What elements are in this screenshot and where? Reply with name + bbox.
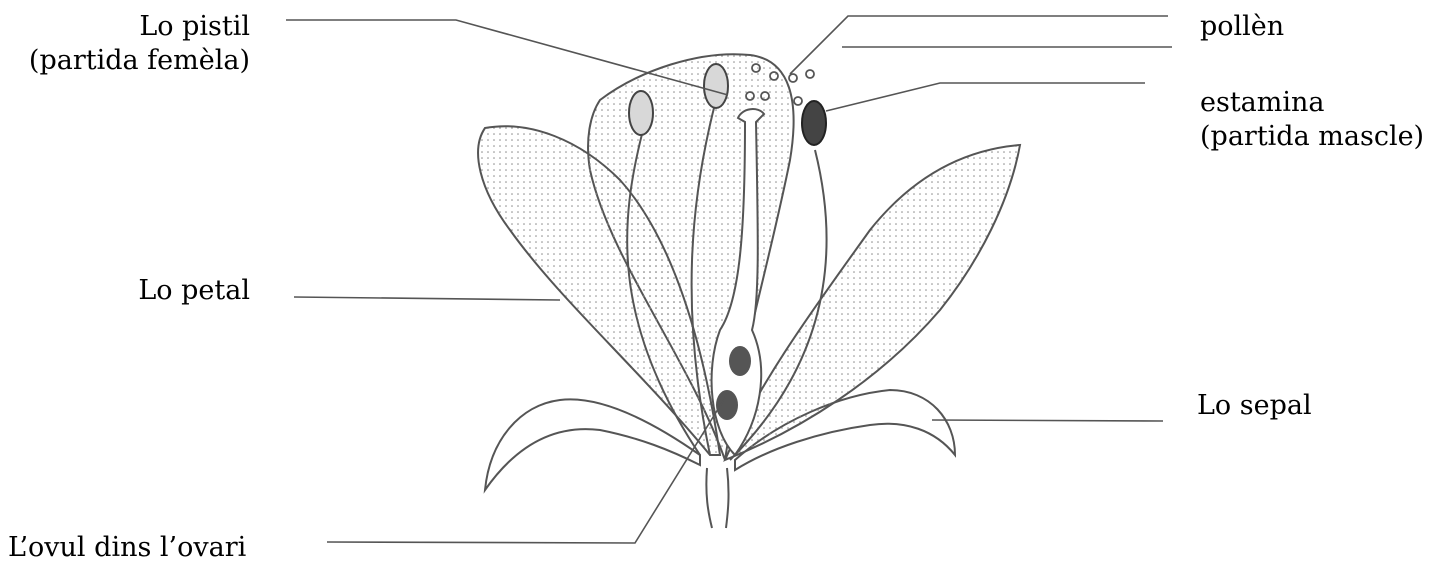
anther-pistil-top (704, 64, 728, 108)
stem (706, 468, 728, 528)
pollen-leader (790, 16, 1168, 74)
ovule-1 (729, 346, 751, 376)
stamen-label-line1: estamina (1200, 86, 1424, 120)
pistil-label: Lo pistil (partida femèla) (29, 10, 250, 78)
petal-label: Lo petal (138, 274, 250, 308)
petal-leader (294, 297, 560, 300)
anther-right (802, 101, 826, 145)
pollen-label: pollèn (1200, 10, 1284, 44)
stamen-label: estamina (partida mascle) (1200, 86, 1424, 154)
sepal-leader (932, 420, 1163, 421)
pistil-label-line2: (partida femèla) (29, 44, 250, 78)
stamen-label-line2: (partida mascle) (1200, 120, 1424, 154)
stamen-leader (826, 83, 1145, 111)
sepal-label: Lo sepal (1197, 389, 1312, 423)
ovule-label: L’ovul dins l’ovari (8, 531, 246, 565)
anther-left (629, 91, 653, 135)
pistil-label-line1: Lo pistil (29, 10, 250, 44)
sepal-left (485, 399, 700, 490)
